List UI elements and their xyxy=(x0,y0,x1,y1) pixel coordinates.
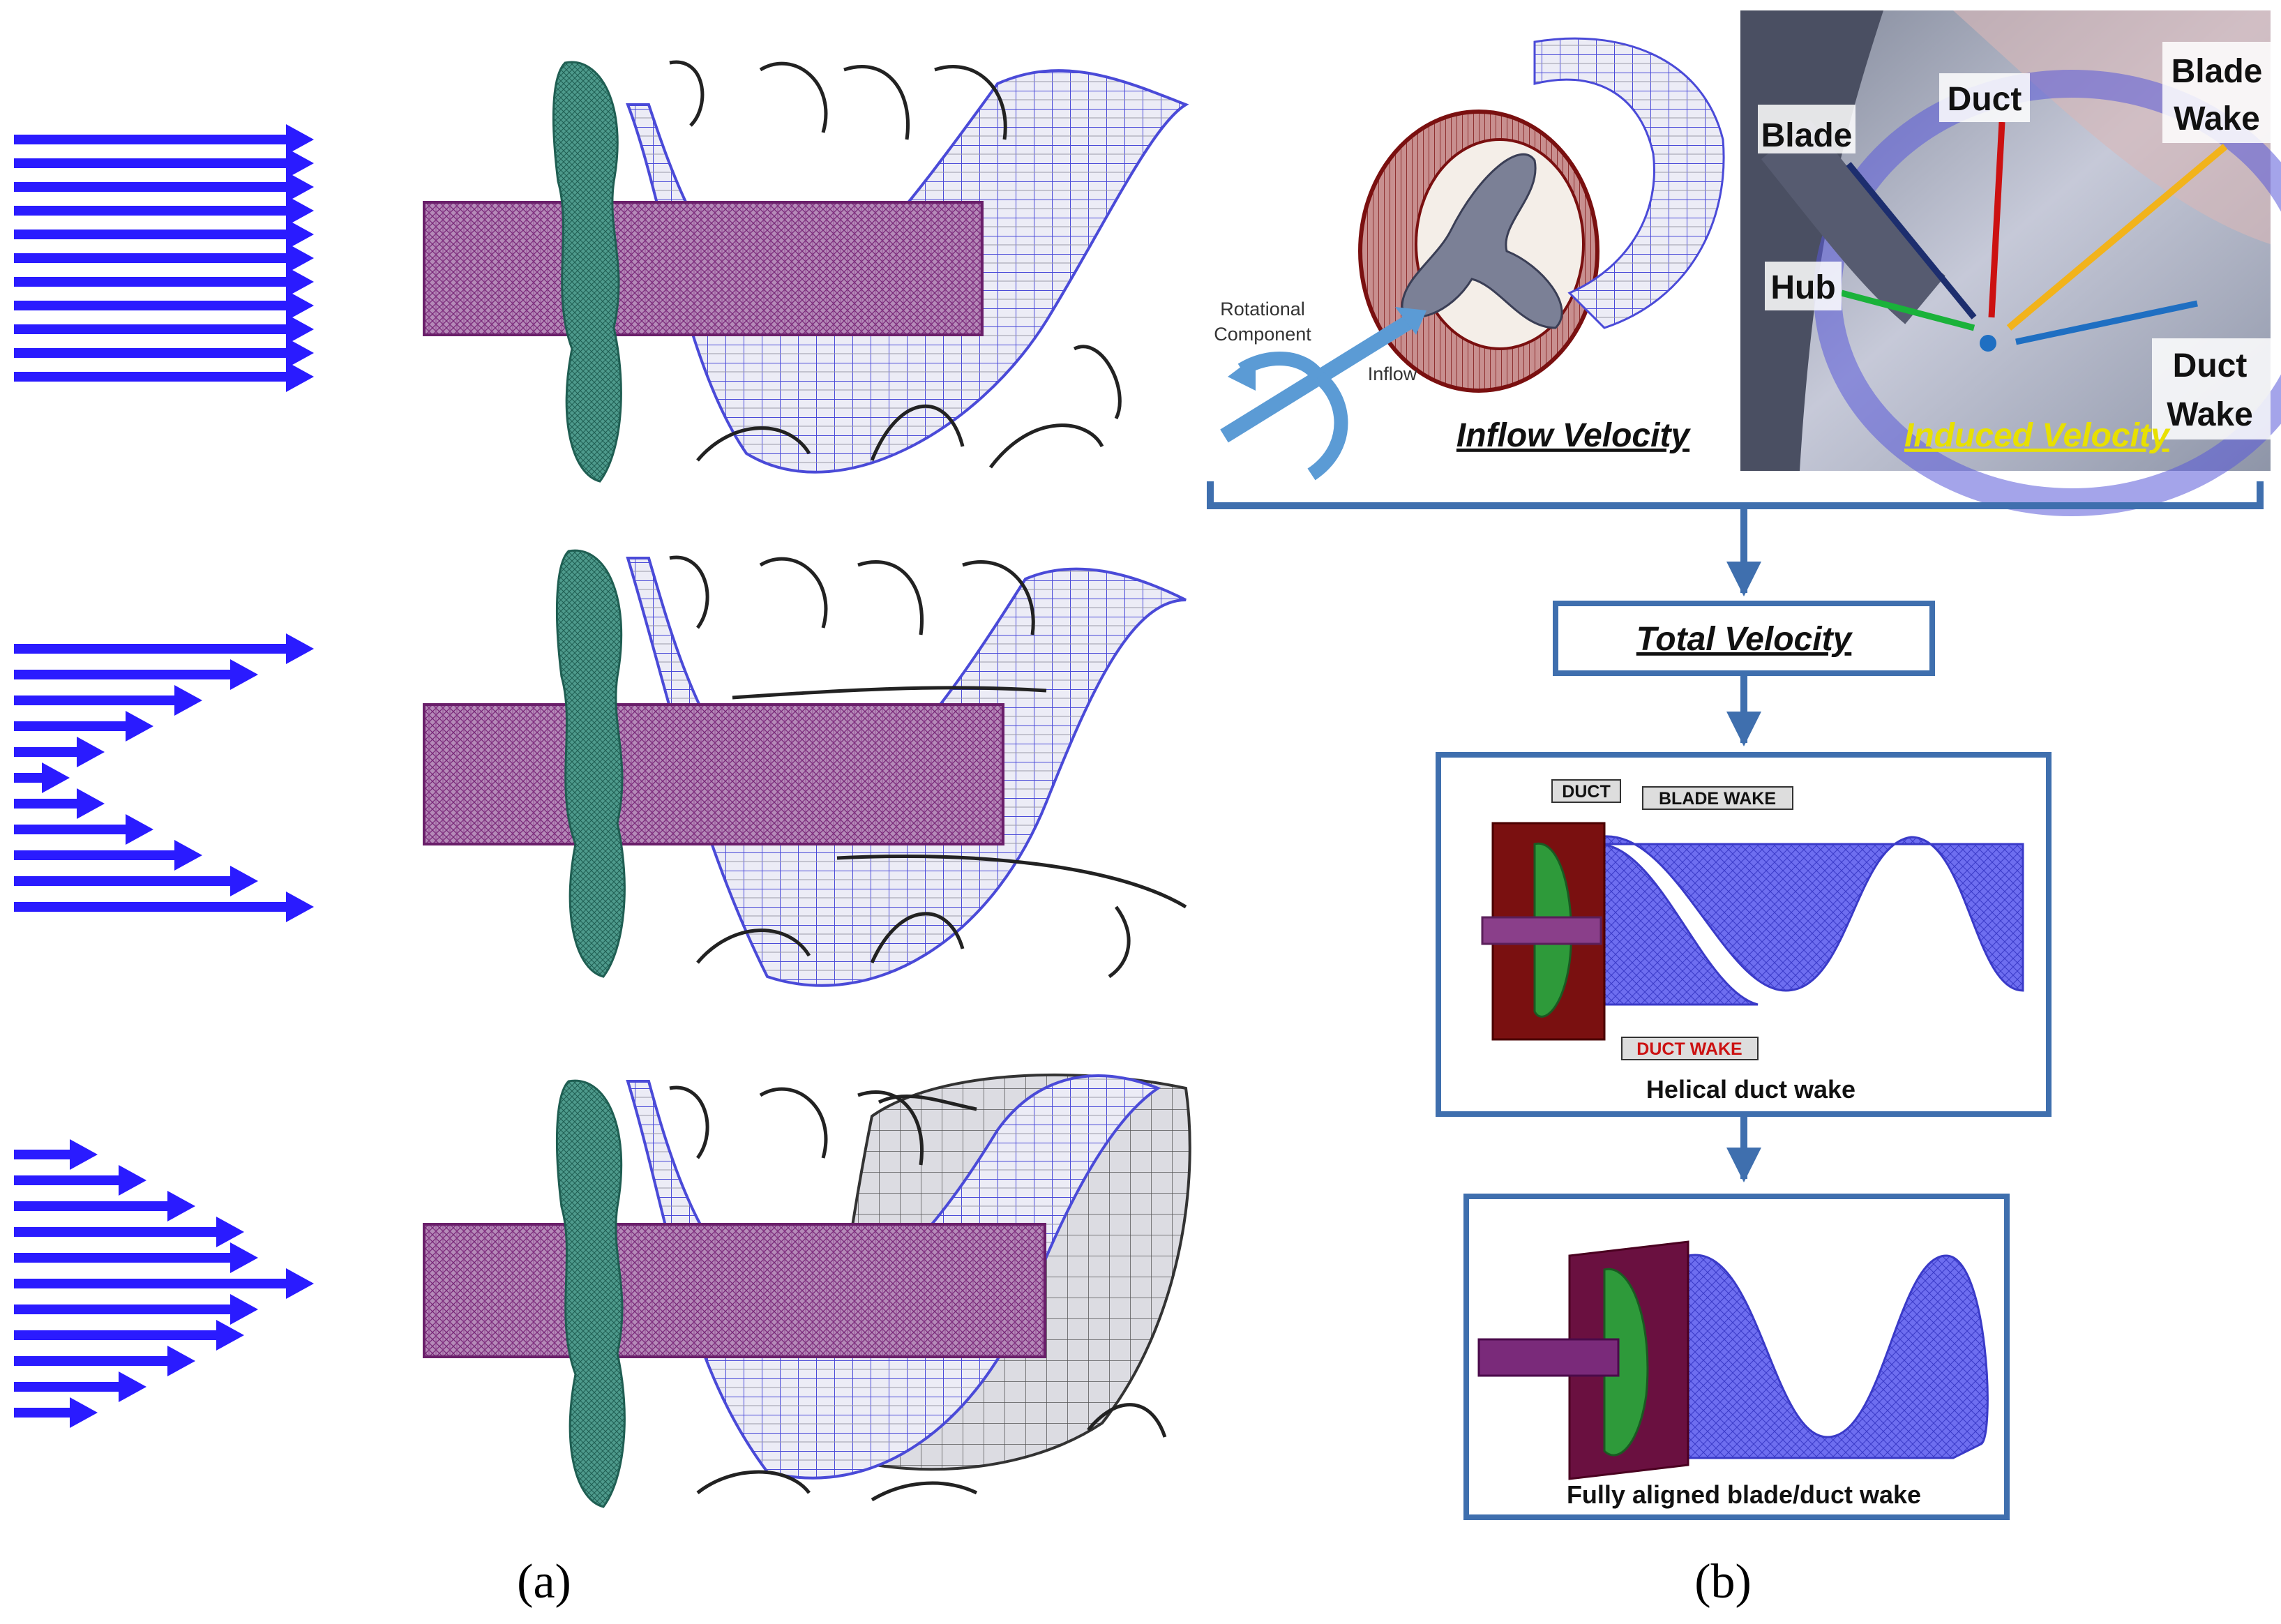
total-velocity-box xyxy=(1553,601,1935,676)
inflow-velocity-image: Rotational Component Inflow Inflow Veloc… xyxy=(1214,10,1737,481)
blade-label: Blade xyxy=(1761,117,1853,154)
inflow-arrow-head xyxy=(286,172,314,202)
induced-velocity-image: Blade Duct Blade Wake Hub Duct Wake Indu… xyxy=(1740,10,2281,516)
duct-wake-tag: DUCT WAKE xyxy=(1636,1039,1742,1059)
inflow-arrow-head xyxy=(286,314,314,345)
inflow-arrow-head xyxy=(119,1371,146,1402)
propeller-blades xyxy=(555,549,626,978)
inflow-arrow-head xyxy=(286,243,314,273)
helical-duct-wake-panel: DUCT BLADE WAKE DUCT WAKE Helical duct w… xyxy=(1436,752,2052,1117)
propeller-wake-row-3 xyxy=(423,1073,1191,1508)
duct-tag: DUCT xyxy=(1562,782,1610,802)
propeller-wake-row-2 xyxy=(423,549,1187,987)
duct-pointer xyxy=(1988,121,2005,318)
panel-b: Rotational Component Inflow Inflow Veloc… xyxy=(1207,10,2281,1609)
inflow-label: Inflow xyxy=(1368,363,1417,384)
blade-wake-tag: BLADE WAKE xyxy=(1659,789,1776,809)
inflow-arrow-head xyxy=(77,788,105,819)
blade-green xyxy=(1603,1268,1649,1457)
inflow-arrow-head xyxy=(286,361,314,392)
hub-label: Hub xyxy=(1770,269,1835,306)
inflow-arrow-head xyxy=(42,762,70,793)
panel-a: (a) xyxy=(14,60,1191,1609)
hub-shaft xyxy=(423,201,984,336)
inflow-arrow-head xyxy=(70,1397,98,1428)
inflow-velocity-title: Inflow Velocity xyxy=(1456,417,1692,454)
inflow-arrow-head xyxy=(286,219,314,250)
panel-a-caption: (a) xyxy=(517,1555,571,1609)
inflow-arrow-head xyxy=(216,1217,244,1247)
panel-b-caption: (b) xyxy=(1694,1555,1752,1609)
shaft xyxy=(1477,1338,1620,1377)
sheared-inflow-profile xyxy=(14,633,314,922)
inflow-arrow-head xyxy=(126,711,153,742)
inflow-arrow-head xyxy=(230,1294,258,1325)
shaft xyxy=(1481,916,1602,945)
inflow-arrow-head xyxy=(286,148,314,179)
triangular-inflow-profile xyxy=(14,1139,314,1428)
rotational-component-label-2: Component xyxy=(1214,324,1311,345)
duct-label: Duct xyxy=(1948,81,2022,118)
uniform-inflow-profile xyxy=(14,124,314,392)
bracket xyxy=(1207,481,2264,509)
inflow-arrow-head xyxy=(77,737,105,767)
evaluation-point xyxy=(1980,335,1996,352)
inflow-arrow-head xyxy=(216,1320,244,1351)
inflow-arrow-head xyxy=(286,338,314,368)
aligned-caption: Fully aligned blade/duct wake xyxy=(1567,1480,1921,1509)
blade-wake-pointer xyxy=(2006,144,2228,331)
inflow-arrow-head xyxy=(126,814,153,845)
inflow-arrow-head xyxy=(286,1268,314,1299)
blade-pointer xyxy=(1846,162,1977,319)
inflow-arrow-head xyxy=(286,290,314,321)
rotational-arrow xyxy=(1307,371,1348,481)
inflow-arrow-head xyxy=(286,633,314,664)
inflow-arrow-head xyxy=(167,1346,195,1376)
duct-wake-label-1: Duct xyxy=(2173,347,2248,384)
hub-shaft xyxy=(423,703,1004,845)
inflow-arrow-head xyxy=(286,892,314,922)
fully-aligned-wake-panel: Fully aligned blade/duct wake xyxy=(1463,1194,2010,1520)
propeller-wake-row-1 xyxy=(423,60,1189,483)
hub-shaft xyxy=(423,1223,1046,1358)
total-velocity-title: Total Velocity xyxy=(1636,621,1853,658)
inflow-arrow-head xyxy=(230,1242,258,1273)
rotational-component-label-1: Rotational xyxy=(1220,299,1305,319)
duct-wake-label-2: Wake xyxy=(2167,396,2253,433)
hub-pointer xyxy=(1840,290,1975,331)
inflow-arrow-head xyxy=(286,266,314,297)
inflow-arrow-head xyxy=(70,1139,98,1170)
blade-wake-label-2: Wake xyxy=(2174,100,2260,137)
helical-caption: Helical duct wake xyxy=(1646,1075,1855,1104)
helical-wake xyxy=(1596,835,2024,992)
inflow-arrow-head xyxy=(286,124,314,155)
inflow-arrow-head xyxy=(286,195,314,226)
inflow-arrow-head xyxy=(230,866,258,896)
inflow-arrow-head xyxy=(174,840,202,871)
propeller-blades xyxy=(555,1079,626,1508)
aligned-wake xyxy=(1687,1254,1989,1459)
propeller-blades xyxy=(552,61,622,483)
inflow-arrow-head xyxy=(119,1165,146,1196)
inflow-arrow-head xyxy=(230,659,258,690)
inflow-arrow-head xyxy=(174,685,202,716)
induced-velocity-title: Induced Velocity xyxy=(1904,417,2171,454)
inflow-arrow-head xyxy=(167,1191,195,1221)
blade-wake-label-1: Blade xyxy=(2171,53,2263,90)
duct-wake-pointer xyxy=(2015,300,2198,345)
